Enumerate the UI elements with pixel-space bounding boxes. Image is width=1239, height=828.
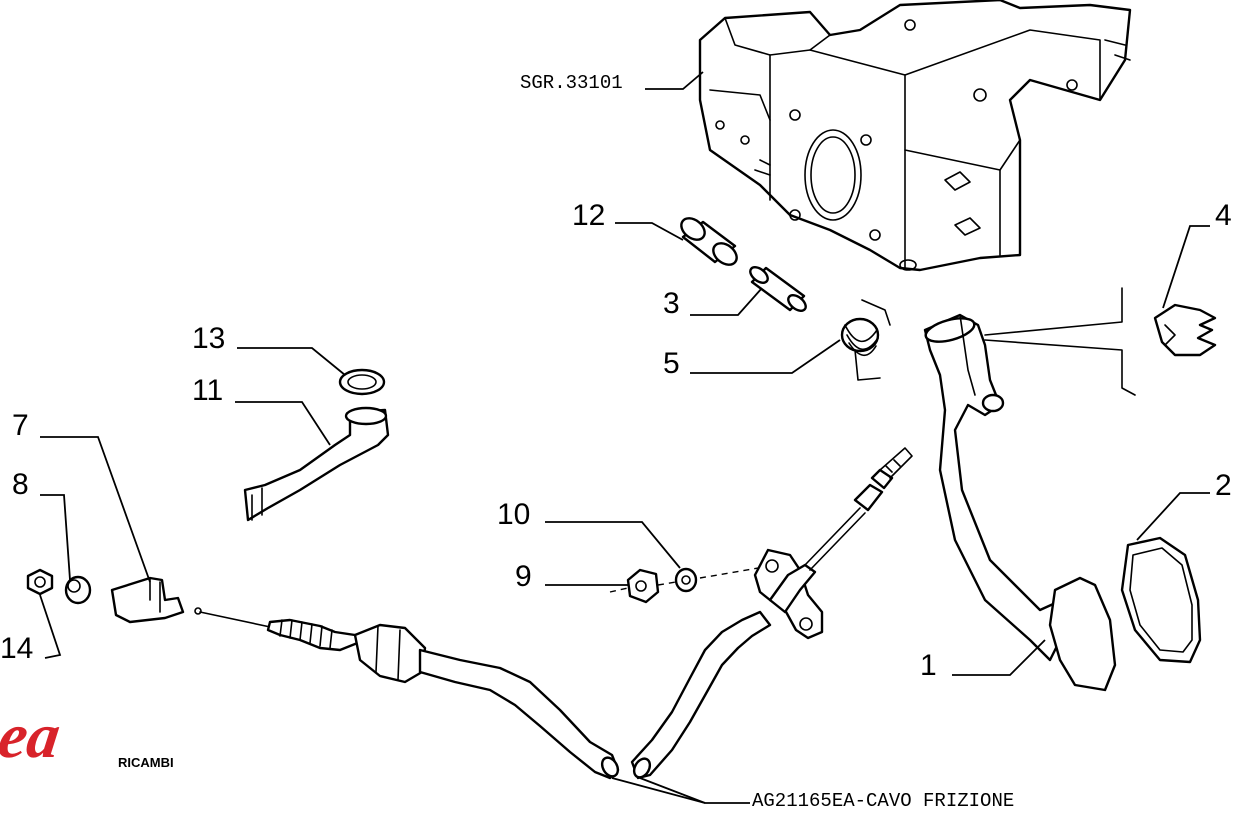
logo-tagline: RICAMBI — [118, 755, 174, 770]
callout-10: 10 — [497, 498, 530, 531]
washer — [674, 567, 698, 593]
cable-caption: AG21165EA-CAVO FRIZIONE — [752, 790, 1014, 812]
return-spring — [840, 299, 891, 381]
cable-end-fork — [110, 576, 185, 624]
callout-12: 12 — [572, 199, 605, 232]
callout-4: 4 — [1215, 199, 1232, 232]
clip — [1153, 303, 1217, 357]
lock-nut — [26, 568, 54, 596]
callout-5: 5 — [663, 347, 680, 380]
bushing — [64, 575, 92, 605]
callout-14: 14 — [0, 632, 33, 665]
callout-9: 9 — [515, 560, 532, 593]
callout-2: 2 — [1215, 469, 1232, 502]
logo-brand: Agea — [0, 700, 65, 771]
clutch-pedal — [923, 313, 1117, 692]
nut — [626, 568, 660, 604]
callout-13: 13 — [192, 322, 225, 355]
callout-3: 3 — [663, 287, 680, 320]
release-lever — [243, 406, 390, 522]
callout-11: 11 — [192, 374, 223, 407]
agea-logo: Agea RICAMBI — [0, 700, 174, 771]
callout-1: 1 — [920, 649, 937, 682]
circlip — [338, 368, 386, 396]
bushing-sleeve — [680, 217, 738, 266]
pedal-pad — [1120, 536, 1202, 664]
leader-caption — [611, 777, 750, 804]
pedal-bracket — [698, 0, 1132, 272]
clip-reference-lines — [984, 287, 1136, 396]
leader-reference — [645, 71, 704, 90]
reference-label: SGR.33101 — [520, 72, 623, 94]
pin — [749, 266, 807, 312]
callout-8: 8 — [12, 468, 29, 501]
callout-7: 7 — [12, 409, 29, 442]
clutch-cable — [194, 447, 913, 780]
